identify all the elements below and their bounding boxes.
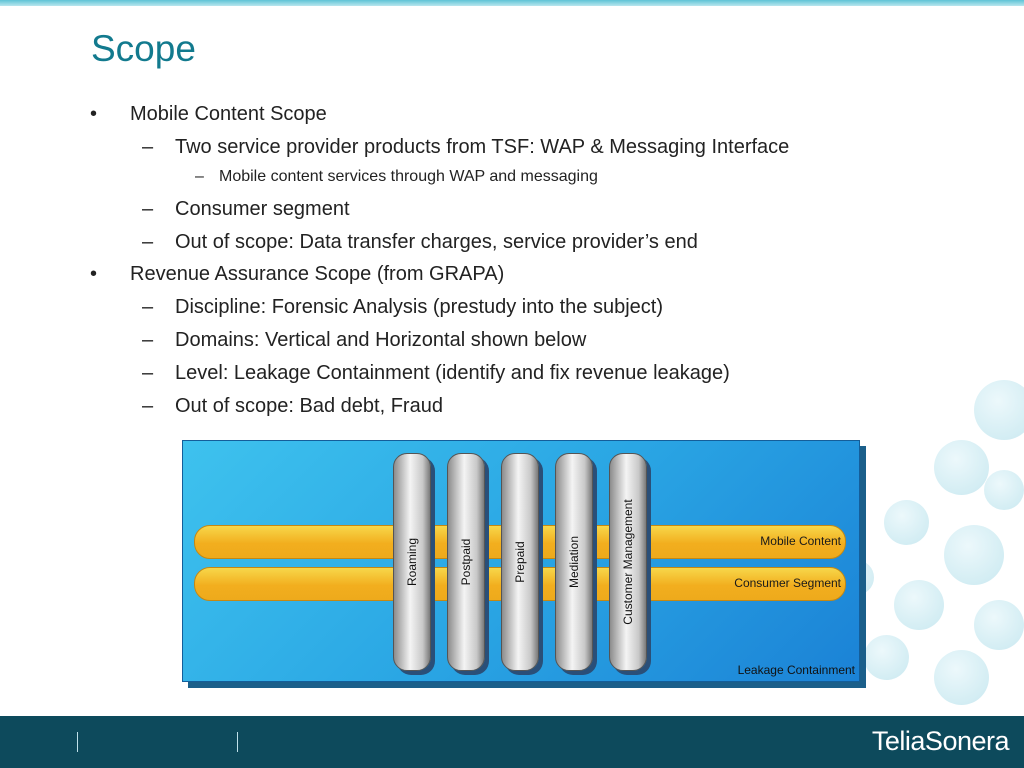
bullet-item: Mobile content services through WAP and … bbox=[219, 168, 598, 185]
bullet-marker: – bbox=[142, 198, 154, 220]
pillar-label: Customer Management bbox=[621, 499, 635, 625]
bullet-item: Out of scope: Bad debt, Fraud bbox=[175, 395, 443, 417]
pillar-label: Postpaid bbox=[459, 538, 473, 586]
bullet-item: Revenue Assurance Scope (from GRAPA) bbox=[130, 263, 505, 285]
pillar-mediation: Mediation bbox=[555, 453, 593, 671]
band-label: Mobile Content bbox=[760, 534, 841, 548]
bullet-item: Two service provider products from TSF: … bbox=[175, 136, 790, 158]
bullet-marker: – bbox=[142, 136, 154, 158]
bullet-marker: • bbox=[90, 263, 98, 285]
slide-title: Scope bbox=[91, 28, 196, 69]
footer-divider bbox=[237, 732, 238, 752]
pillar-label: Mediation bbox=[567, 535, 581, 589]
bullet-item: Mobile Content Scope bbox=[130, 103, 327, 125]
decorative-bubbles bbox=[824, 360, 1024, 720]
bullet-marker: – bbox=[142, 362, 154, 384]
leakage-containment-label: Leakage Containment bbox=[737, 663, 855, 677]
bullet-item: Consumer segment bbox=[175, 198, 350, 220]
scope-diagram: Mobile Content Consumer Segment Roaming … bbox=[182, 440, 866, 688]
pillar-prepaid: Prepaid bbox=[501, 453, 539, 671]
brand-logo: TeliaSonera bbox=[871, 726, 1010, 756]
pillar-label: Roaming bbox=[405, 537, 419, 587]
band-label: Consumer Segment bbox=[734, 576, 841, 590]
leakage-containment-panel: Mobile Content Consumer Segment Roaming … bbox=[182, 440, 860, 682]
bullet-marker: – bbox=[142, 395, 154, 417]
bullet-item: Out of scope: Data transfer charges, ser… bbox=[175, 231, 698, 253]
top-accent-bar bbox=[0, 0, 1024, 6]
bullet-marker: • bbox=[90, 103, 98, 125]
pillar-customer-management: Customer Management bbox=[609, 453, 647, 671]
bullet-item: Level: Leakage Containment (identify and… bbox=[175, 362, 730, 384]
bullet-marker: – bbox=[195, 168, 204, 185]
bullet-marker: – bbox=[142, 231, 154, 253]
footer-bar: TeliaSonera bbox=[0, 716, 1024, 768]
bullet-item: Domains: Vertical and Horizontal shown b… bbox=[175, 329, 587, 351]
pillar-roaming: Roaming bbox=[393, 453, 431, 671]
bullet-marker: – bbox=[142, 296, 154, 318]
footer-divider bbox=[77, 732, 78, 752]
pillar-postpaid: Postpaid bbox=[447, 453, 485, 671]
pillar-label: Prepaid bbox=[513, 541, 527, 583]
bullet-item: Discipline: Forensic Analysis (prestudy … bbox=[175, 296, 663, 318]
bullet-marker: – bbox=[142, 329, 154, 351]
